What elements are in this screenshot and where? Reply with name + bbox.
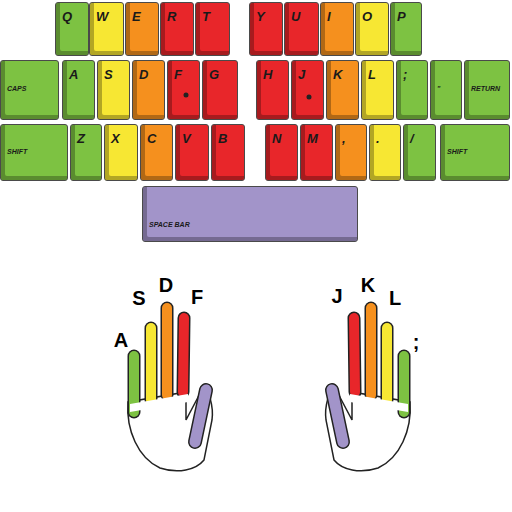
keyboard-key: E	[125, 2, 159, 56]
keyboard-key: "	[430, 60, 462, 120]
key-legend: M	[307, 131, 318, 146]
key-legend: /	[410, 131, 414, 146]
key-legend: RETURN	[471, 85, 500, 92]
key-legend: ;	[403, 67, 407, 82]
keyboard-key: B	[211, 124, 245, 181]
keyboard-key: G	[202, 60, 238, 120]
homing-dot	[307, 95, 312, 100]
key-legend: P	[397, 9, 406, 24]
finger-label: J	[331, 286, 342, 306]
keyboard-key: X	[104, 124, 138, 181]
key-legend: A	[69, 67, 78, 82]
keyboard-key: W	[89, 2, 124, 56]
key-legend: W	[96, 9, 108, 24]
key-legend: O	[362, 9, 372, 24]
keyboard-key: K	[326, 60, 359, 120]
keyboard-key: H	[256, 60, 289, 120]
keyboard-key: RETURN	[464, 60, 510, 120]
keyboard-key: N	[265, 124, 298, 181]
keyboard-key: Y	[249, 2, 283, 56]
key-legend: SPACE BAR	[149, 221, 190, 228]
finger-label: D	[159, 275, 173, 295]
key-legend: L	[368, 67, 376, 82]
keyboard-key: V	[175, 124, 209, 181]
keyboard-key: U	[284, 2, 319, 56]
keyboard-key: S	[97, 60, 130, 120]
keyboard-key: C	[140, 124, 173, 181]
keyboard-key: SHIFT	[440, 124, 510, 181]
key-legend: G	[209, 67, 219, 82]
space-bar: SPACE BAR	[142, 186, 358, 242]
key-legend: E	[132, 9, 141, 24]
key-legend: T	[202, 9, 210, 24]
key-legend: Q	[62, 9, 72, 24]
left-hand	[128, 308, 213, 471]
key-legend: F	[174, 67, 182, 82]
keyboard-key: ;	[396, 60, 428, 120]
keyboard-key: M	[300, 124, 333, 181]
keyboard-key: T	[195, 2, 230, 56]
keyboard-key: I	[320, 2, 354, 56]
keyboard-key: SHIFT	[0, 124, 68, 181]
keyboard-key: O	[355, 2, 389, 56]
keyboard-key: J	[291, 60, 324, 120]
key-legend: SHIFT	[447, 148, 467, 155]
key-legend: .	[376, 131, 380, 146]
keyboard-key: CAPS	[0, 60, 59, 120]
key-legend: "	[437, 85, 440, 92]
finger-label: A	[114, 330, 128, 350]
key-legend: CAPS	[7, 85, 26, 92]
key-legend: C	[147, 131, 156, 146]
keyboard-key: Z	[70, 124, 102, 181]
key-legend: V	[182, 131, 191, 146]
keyboard-key: R	[160, 2, 194, 56]
finger-label: S	[132, 288, 145, 308]
key-legend: K	[333, 67, 342, 82]
finger-label: F	[191, 287, 203, 307]
finger-label: L	[389, 288, 401, 308]
key-legend: B	[218, 131, 227, 146]
key-legend: ,	[342, 131, 346, 146]
key-legend: N	[272, 131, 281, 146]
keyboard-key: A	[62, 60, 95, 120]
keyboard-key: ,	[335, 124, 367, 181]
key-legend: X	[111, 131, 120, 146]
keyboard-key: P	[390, 2, 422, 56]
keyboard-key: F	[167, 60, 200, 120]
key-legend: H	[263, 67, 272, 82]
key-legend: D	[139, 67, 148, 82]
key-legend: R	[167, 9, 176, 24]
keyboard-key: D	[132, 60, 165, 120]
homing-dot	[184, 93, 189, 98]
keyboard-key: .	[369, 124, 401, 181]
key-legend: SHIFT	[7, 148, 27, 155]
key-legend: Y	[256, 9, 265, 24]
keyboard-key: /	[403, 124, 436, 181]
right-hand	[326, 308, 411, 471]
keyboard-key: L	[361, 60, 394, 120]
key-legend: I	[327, 9, 331, 24]
key-legend: J	[298, 67, 305, 82]
key-legend: U	[291, 9, 300, 24]
keyboard-key: Q	[55, 2, 89, 56]
key-legend: Z	[77, 131, 85, 146]
finger-label: K	[361, 275, 375, 295]
finger-label: ;	[413, 332, 420, 352]
key-legend: S	[104, 67, 113, 82]
